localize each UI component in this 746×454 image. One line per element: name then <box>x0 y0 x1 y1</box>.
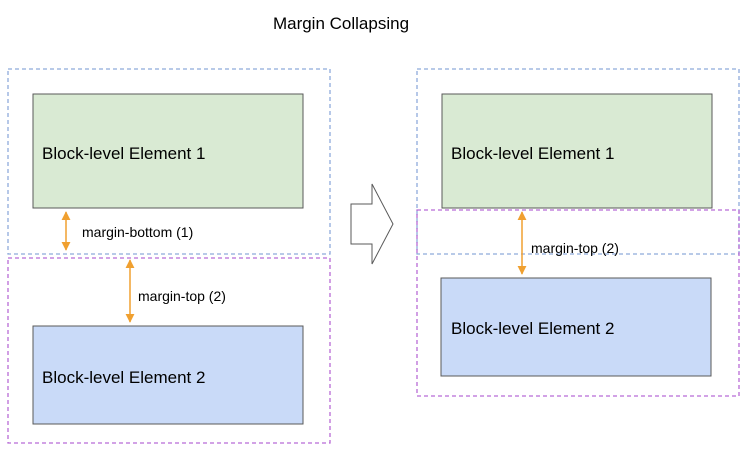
after-element1-label: Block-level Element 1 <box>451 144 614 163</box>
element1-box <box>32 93 304 209</box>
after-group: Block-level Element 1 margin-top (2) Blo… <box>416 68 740 397</box>
diagram-title: Margin Collapsing <box>273 14 409 33</box>
after-element2-box <box>440 277 712 377</box>
margin-bottom-label: margin-bottom (1) <box>82 224 193 240</box>
element1-label: Block-level Element 1 <box>42 144 205 163</box>
transition-arrow <box>350 183 394 265</box>
element2-label: Block-level Element 2 <box>42 368 205 387</box>
before-group: Block-level Element 1 margin-bottom (1) … <box>7 68 331 444</box>
after-margin-top-label: margin-top (2) <box>531 240 619 256</box>
element2-margin-outline <box>7 257 331 444</box>
element2-box <box>32 325 304 425</box>
after-element2-label: Block-level Element 2 <box>451 319 614 338</box>
element1-margin-outline <box>7 68 331 255</box>
margin-top-label: margin-top (2) <box>138 288 226 304</box>
after-element1-box <box>441 93 713 209</box>
after-element2-margin-outline <box>416 209 740 397</box>
after-element1-margin-outline <box>416 68 740 255</box>
